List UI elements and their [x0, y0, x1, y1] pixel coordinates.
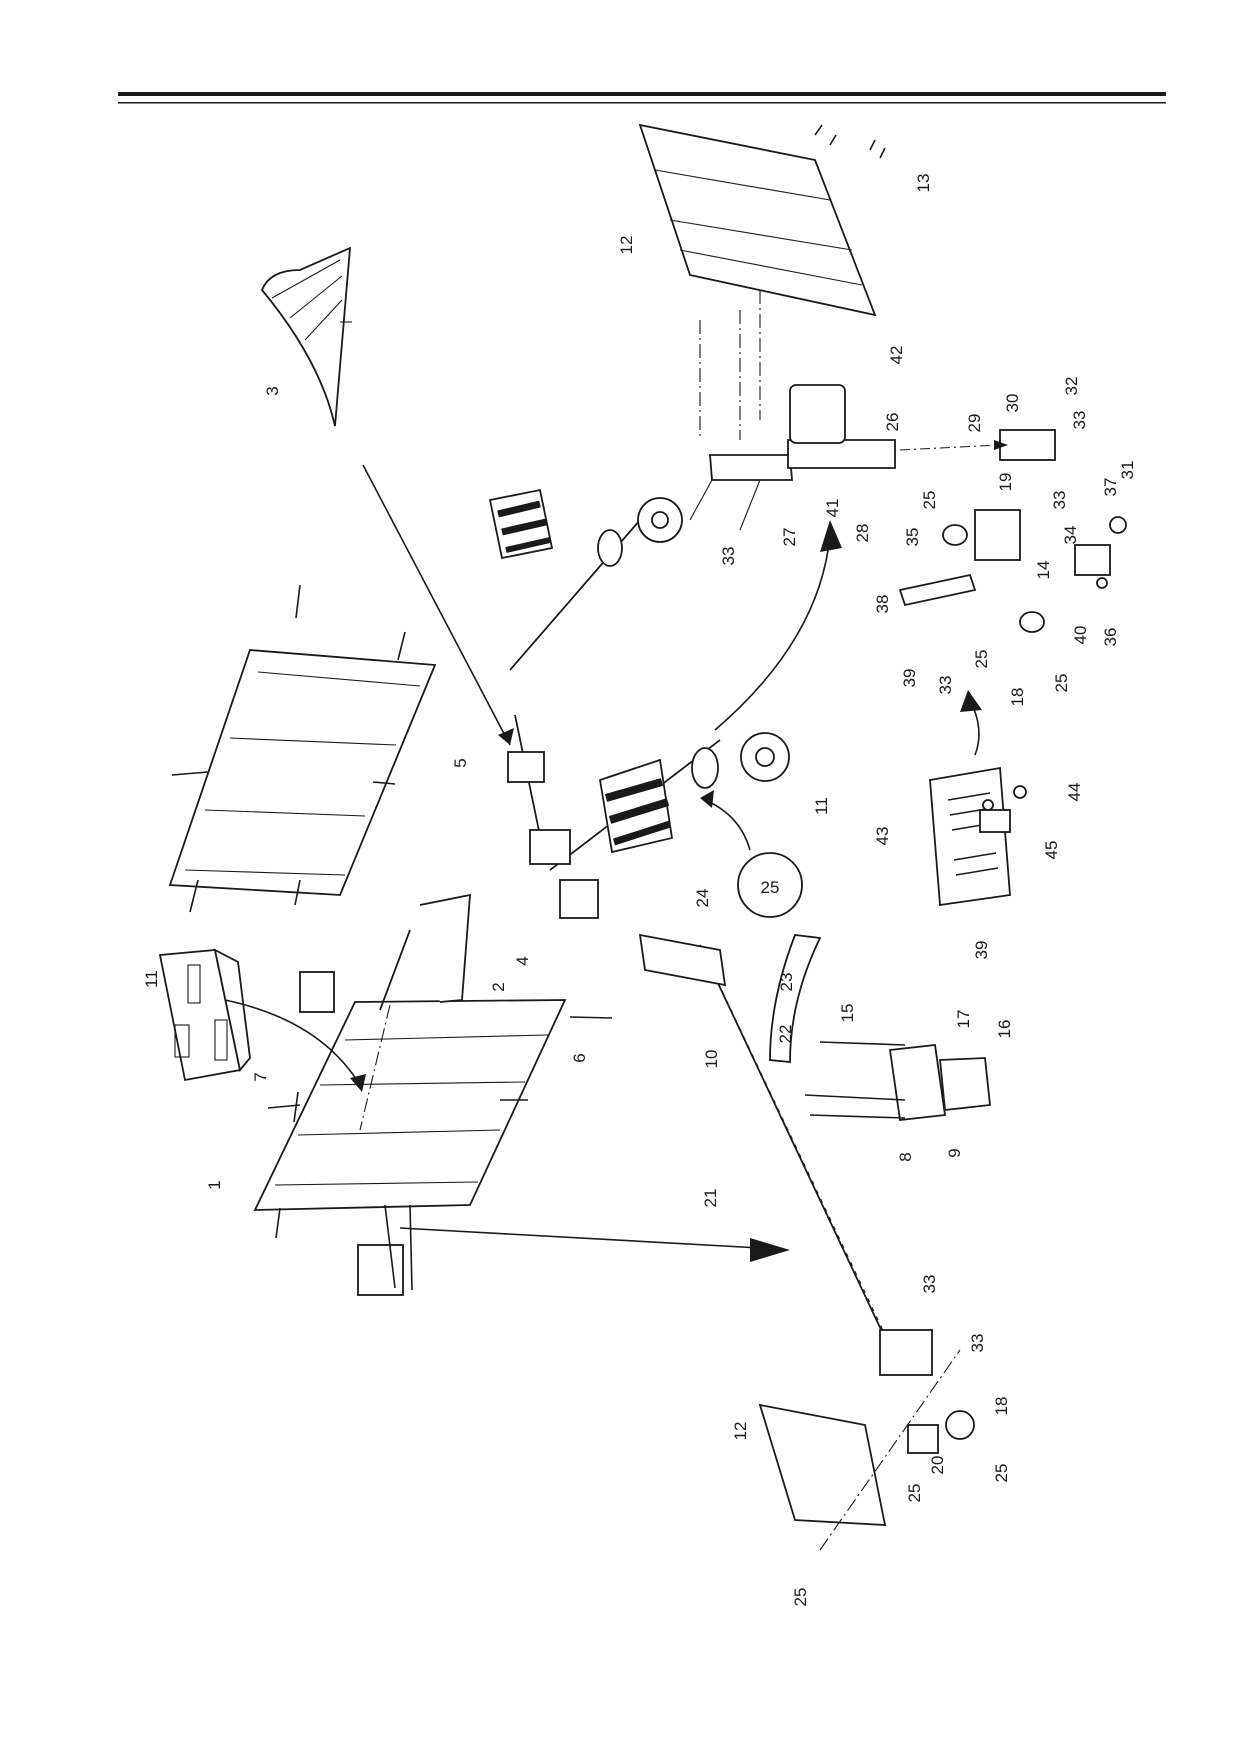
callout-c30: 30 — [1003, 394, 1022, 413]
callout-c14: 14 — [1034, 561, 1053, 580]
callout-c26: 26 — [883, 413, 902, 432]
callout-c38: 38 — [873, 595, 892, 614]
callout-c33b: 33 — [1070, 411, 1089, 430]
callout-c11b: 11 — [812, 797, 831, 815]
callout-c35: 35 — [903, 528, 922, 547]
plate-part-43 — [929, 766, 1027, 907]
center-frame — [488, 488, 790, 919]
callout-c17: 17 — [954, 1010, 973, 1029]
callout-c6: 6 — [570, 1053, 589, 1062]
wheel-lower — [691, 732, 790, 789]
callout-c1: 1 — [205, 1180, 224, 1189]
callout-c39b: 39 — [972, 941, 991, 960]
callout-c16: 16 — [995, 1020, 1014, 1039]
callout-c25b: 25 — [972, 650, 991, 669]
callout-c15: 15 — [838, 1004, 857, 1023]
callout-c24: 24 — [693, 889, 712, 908]
callout-c21: 21 — [701, 1189, 720, 1208]
assembly-arrows — [224, 440, 1008, 1262]
hardware-cluster — [898, 429, 1127, 633]
callout-c33c: 33 — [1050, 491, 1069, 510]
callout-c10: 10 — [702, 1050, 721, 1069]
callout-c28: 28 — [853, 524, 872, 543]
callout-c33d: 33 — [936, 676, 955, 695]
callout-c32: 32 — [1062, 377, 1081, 396]
callout-c8: 8 — [896, 1152, 915, 1161]
callout-c31: 31 — [1118, 461, 1137, 480]
callout-c25f: 25 — [791, 1588, 810, 1607]
callout-c2: 2 — [489, 982, 508, 991]
callout-c33f: 33 — [968, 1334, 987, 1353]
callout-c20: 20 — [928, 1456, 947, 1475]
callout-c13: 13 — [914, 174, 933, 193]
callout-c34: 34 — [1061, 526, 1080, 545]
callout-c33a: 33 — [719, 547, 738, 566]
hazard-sign-lower — [598, 758, 674, 854]
callout-c5: 5 — [451, 758, 470, 767]
callout-c18b: 18 — [992, 1397, 1011, 1416]
badge-25-label: 25 — [761, 878, 780, 897]
callout-c19: 19 — [996, 473, 1015, 492]
wheel-upper — [597, 497, 683, 567]
callout-c41: 41 — [823, 499, 842, 518]
callout-c27: 27 — [780, 528, 799, 547]
callout-c36: 36 — [1101, 628, 1120, 647]
gusset-part-3 — [260, 246, 352, 427]
callout-c18a: 18 — [1008, 688, 1027, 707]
callout-c40: 40 — [1071, 626, 1090, 645]
callout-c3: 3 — [263, 386, 282, 395]
callout-c4: 4 — [513, 956, 532, 965]
upper-panel — [168, 584, 437, 913]
callout-c37: 37 — [1101, 478, 1120, 497]
callout-c45: 45 — [1042, 841, 1061, 860]
callout-c12a: 12 — [617, 236, 636, 255]
hazard-sign-upper — [488, 488, 554, 560]
top-panel-part-12 — [638, 123, 886, 317]
callout-c11a: 11 — [142, 970, 161, 988]
callout-c33e: 33 — [920, 1275, 939, 1294]
beam-part-10 — [638, 933, 991, 1376]
base-assembly — [689, 290, 896, 531]
callout-c42: 42 — [887, 346, 906, 365]
callout-c7: 7 — [251, 1072, 270, 1081]
badge-part-24: 25 — [737, 852, 803, 918]
callout-c23: 23 — [777, 973, 796, 992]
header-rule — [118, 92, 1166, 104]
callout-c39a: 39 — [900, 669, 919, 688]
callout-c25c: 25 — [1052, 674, 1071, 693]
callout-c25a: 25 — [920, 491, 939, 510]
callout-c25d: 25 — [905, 1484, 924, 1503]
callout-c22: 22 — [776, 1025, 795, 1044]
bottom-panel-part-12 — [758, 1349, 975, 1551]
main-panel-part-1 — [253, 893, 613, 1296]
callout-c43: 43 — [873, 827, 892, 846]
callout-c12b: 12 — [731, 1422, 750, 1441]
callout-c44: 44 — [1065, 783, 1084, 802]
callout-c29: 29 — [965, 414, 984, 433]
bracket-part-7 — [158, 948, 251, 1082]
callout-c9: 9 — [945, 1148, 964, 1157]
callout-c25e: 25 — [992, 1464, 1011, 1483]
